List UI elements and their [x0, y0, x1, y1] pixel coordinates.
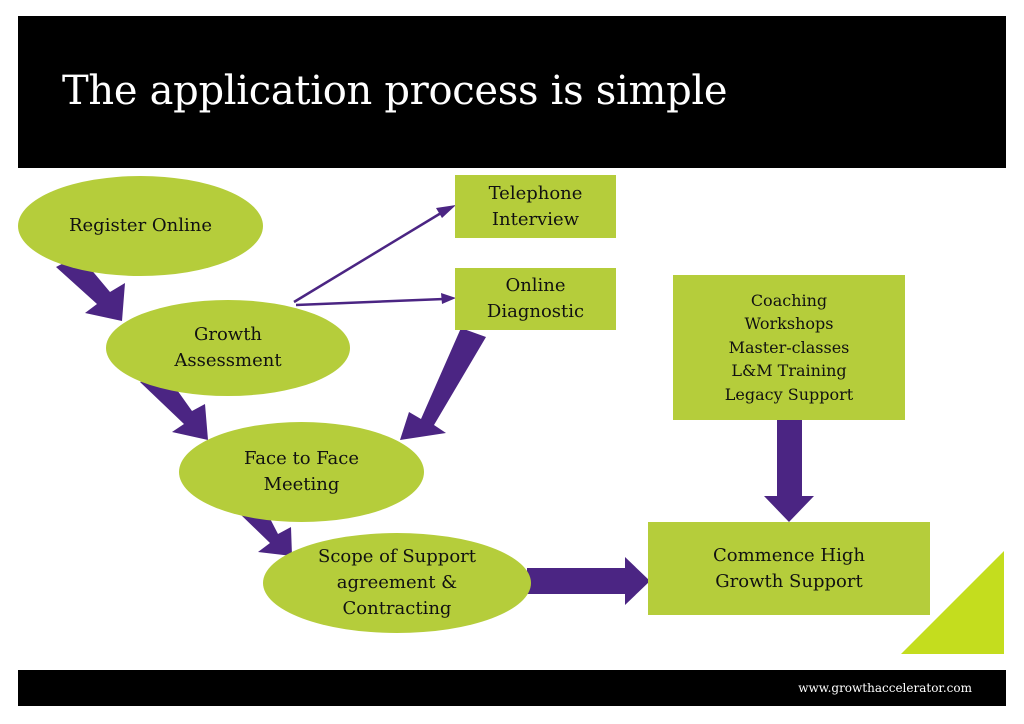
- node-register-online: Register Online: [18, 176, 263, 276]
- node-commence-high-growth-support: Commence High Growth Support: [648, 522, 930, 615]
- node-growth-line-1: Growth: [193, 324, 263, 345]
- node-register-line-1: Register Online: [68, 215, 213, 236]
- slide-title: The application process is simple: [62, 68, 728, 114]
- line-growth-to-diagnostic: [295, 297, 445, 307]
- service-item-3: Master-classes: [728, 337, 850, 357]
- arrow-services-to-commence: [764, 420, 814, 522]
- node-diagnostic-line-1: Online: [505, 275, 566, 296]
- node-commence-line-1: Commence High: [712, 544, 865, 566]
- node-commence-line-2: Growth Support: [715, 570, 863, 592]
- arrow-register-to-growth: [56, 255, 125, 321]
- node-scope-line-3: Contracting: [342, 598, 452, 619]
- node-telephone-interview: Telephone Interview: [455, 175, 616, 238]
- node-online-diagnostic: Online Diagnostic: [455, 268, 616, 330]
- node-growth-assessment: Growth Assessment: [106, 300, 350, 396]
- arrow-diagnostic-to-face: [400, 328, 486, 440]
- title-bar: The application process is simple: [18, 16, 1006, 168]
- footer-bar: www.growthaccelerator.com: [18, 670, 1006, 706]
- node-telephone-line-2: Interview: [491, 208, 580, 230]
- node-diagnostic-line-2: Diagnostic: [486, 301, 585, 322]
- service-item-2: Workshops: [744, 314, 834, 334]
- node-support-services: Coaching Workshops Master-classes L&M Tr…: [673, 275, 905, 420]
- corner-triangle: [901, 551, 1004, 654]
- node-scope-line-2: agreement &: [336, 572, 458, 593]
- service-item-4: L&M Training: [731, 361, 847, 381]
- service-item-5: Legacy Support: [724, 384, 854, 404]
- node-growth-line-2: Assessment: [174, 350, 282, 371]
- footer-url: www.growthaccelerator.com: [798, 681, 972, 695]
- node-telephone-line-1: Telephone: [488, 182, 583, 204]
- line-growth-to-telephone: [293, 208, 447, 304]
- node-scope-of-support: Scope of Support agreement & Contracting: [263, 533, 531, 633]
- node-scope-line-1: Scope of Support: [317, 546, 476, 567]
- service-item-1: Coaching: [750, 290, 828, 310]
- node-face-to-face-meeting: Face to Face Meeting: [179, 422, 424, 522]
- node-face-line-2: Meeting: [263, 474, 340, 495]
- arrow-growth-to-face: [140, 373, 208, 440]
- node-face-line-1: Face to Face: [244, 448, 359, 469]
- arrowhead-telephone: [436, 205, 456, 218]
- arrowhead-diagnostic: [441, 293, 456, 304]
- arrow-scope-to-commence: [527, 557, 650, 605]
